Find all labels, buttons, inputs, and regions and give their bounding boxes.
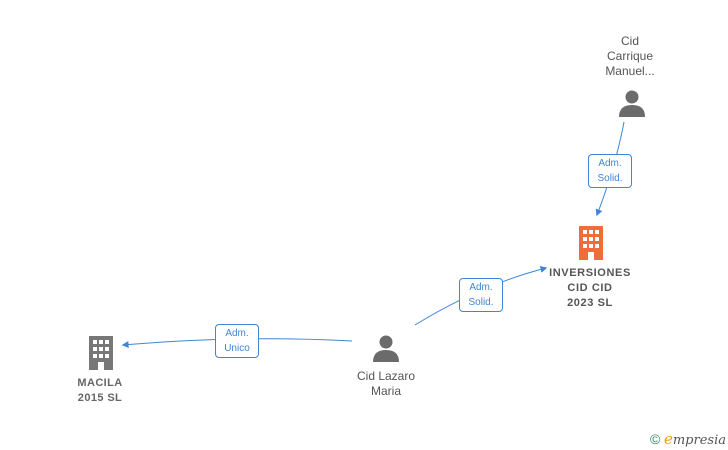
person-top-label[interactable]: Cid Carrique Manuel... — [605, 34, 655, 78]
left-company-node[interactable] — [86, 336, 116, 370]
edge-label-mid-focus[interactable]: Adm. Solid. — [459, 278, 503, 312]
focus-company-node[interactable] — [576, 226, 606, 260]
brand-rest: mpresia — [672, 433, 726, 448]
brand-logo[interactable]: © empresia — [650, 430, 726, 448]
copyright-symbol: © — [650, 431, 661, 447]
person-mid-label[interactable]: Cid Lazaro Maria — [356, 369, 416, 398]
person-mid-node[interactable] — [371, 333, 401, 363]
person-icon — [373, 335, 399, 362]
left-company-label[interactable]: MACILA 2015 SL — [77, 377, 123, 404]
person-icon — [619, 90, 645, 117]
brand-e: e — [663, 430, 673, 448]
edge-label-mid-left[interactable]: Adm. Unico — [215, 324, 259, 358]
focus-company-label[interactable]: INVERSIONES CID CID 2023 SL — [549, 267, 631, 309]
person-top-node[interactable] — [617, 88, 647, 118]
building-icon — [89, 336, 113, 370]
building-icon — [579, 226, 603, 260]
edge-label-top[interactable]: Adm. Solid. — [588, 154, 632, 188]
